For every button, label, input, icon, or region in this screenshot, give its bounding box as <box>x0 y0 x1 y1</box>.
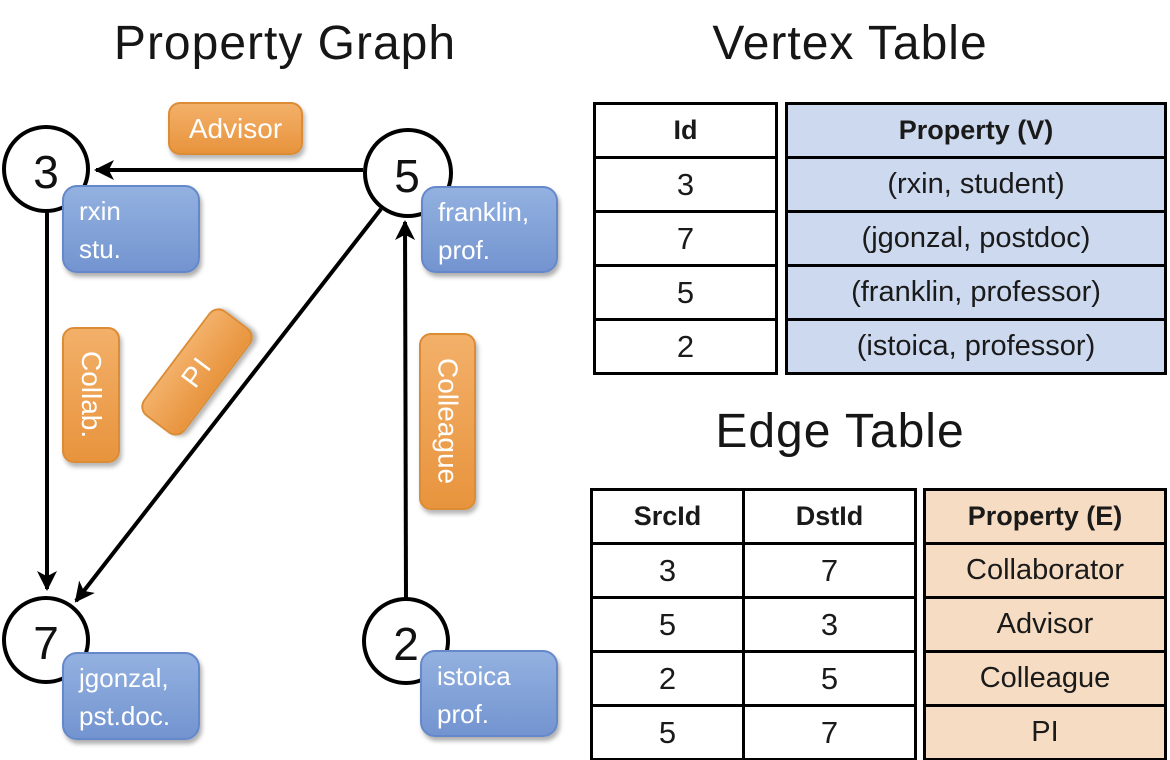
edge-table-property-cell: Collaborator <box>926 542 1164 596</box>
edge-label-advisor: Advisor <box>168 102 303 155</box>
edge-arrow-2-5 <box>395 220 416 599</box>
vertex-table-id-column: Id 3 7 5 2 <box>593 102 778 375</box>
vertex-property-line: prof. <box>438 235 491 265</box>
edge-label-colleague: Colleague <box>419 333 476 510</box>
edge-arrow-5-7 <box>74 207 383 603</box>
vertex-property-box-3: rxin stu. <box>62 185 200 273</box>
edge-table-header-srcid: SrcId <box>633 501 702 531</box>
edge-table-dstid-cell: 7 <box>742 704 914 758</box>
vertex-table-property-column: Property (V) (rxin, student) (jgonzal, p… <box>785 102 1167 375</box>
edge-label-text: PI <box>175 350 219 394</box>
vertex-table-id-cell: 7 <box>596 210 775 264</box>
edge-table-srcid-cell: 5 <box>593 704 742 758</box>
edge-table-srcid-cell: 3 <box>593 542 742 596</box>
vertex-table-property-cell: (istoica, professor) <box>788 318 1164 372</box>
edge-table-property-cell: PI <box>926 704 1164 758</box>
vertex-table-property-cell: (rxin, student) <box>788 156 1164 210</box>
edge-label-collab: Collab. <box>62 327 120 463</box>
vertex-table-property-cell: (jgonzal, postdoc) <box>788 210 1164 264</box>
vertex-table-title: Vertex Table <box>712 17 988 70</box>
vertex-property-line: pst.doc. <box>79 701 171 731</box>
edge-table-header-property: Property (E) <box>926 491 1164 542</box>
vertex-property-line: rxin <box>79 196 121 226</box>
edge-table-header-dstid: DstId <box>742 491 914 542</box>
vertex-table-id-cell: 2 <box>596 318 775 372</box>
vertex-property-box-5: franklin, prof. <box>421 186 558 273</box>
vertex-property-line: istoica <box>437 661 511 691</box>
edge-label-text: Advisor <box>188 112 283 144</box>
vertex-property-line: franklin, <box>438 197 530 227</box>
vertex-table-property-cell: (franklin, professor) <box>788 264 1164 318</box>
edge-table-title: Edge Table <box>715 405 965 458</box>
edge-table-property-cell: Advisor <box>926 596 1164 650</box>
vertex-table-header-property: Property (V) <box>788 105 1164 156</box>
vertex-property-line: prof. <box>437 699 490 729</box>
edge-label-text: Collab. <box>76 351 107 439</box>
edge-label-text: Colleague <box>432 358 464 485</box>
vertex-property-line: jgonzal, <box>79 663 169 693</box>
edge-table-property-column: Property (E) Collaborator Advisor Collea… <box>923 488 1167 760</box>
node-label-7: 7 <box>33 617 59 669</box>
property-graph-title: Property Graph <box>113 17 457 70</box>
edge-table-srcid-cell: 5 <box>593 596 742 650</box>
edge-table-dstid-cell: 5 <box>742 650 914 704</box>
vertex-table-id-cell: 5 <box>596 264 775 318</box>
edge-table-dstid-cell: 7 <box>742 542 914 596</box>
edge-table-id-columns: SrcId DstId 3 7 5 3 2 5 5 7 <box>590 488 917 760</box>
edge-table-property-cell: Colleague <box>926 650 1164 704</box>
edge-table-srcid-cell: 2 <box>593 650 742 704</box>
vertex-table-header-id: Id <box>673 115 698 145</box>
vertex-property-box-7: jgonzal, pst.doc. <box>62 652 200 740</box>
node-label-3: 3 <box>33 146 59 198</box>
node-label-2: 2 <box>393 618 419 670</box>
node-label-5: 5 <box>394 150 420 202</box>
edge-table-dstid-cell: 3 <box>742 596 914 650</box>
vertex-property-box-2: istoica prof. <box>420 650 558 737</box>
vertex-property-line: stu. <box>79 234 121 264</box>
vertex-table-id-cell: 3 <box>596 156 775 210</box>
